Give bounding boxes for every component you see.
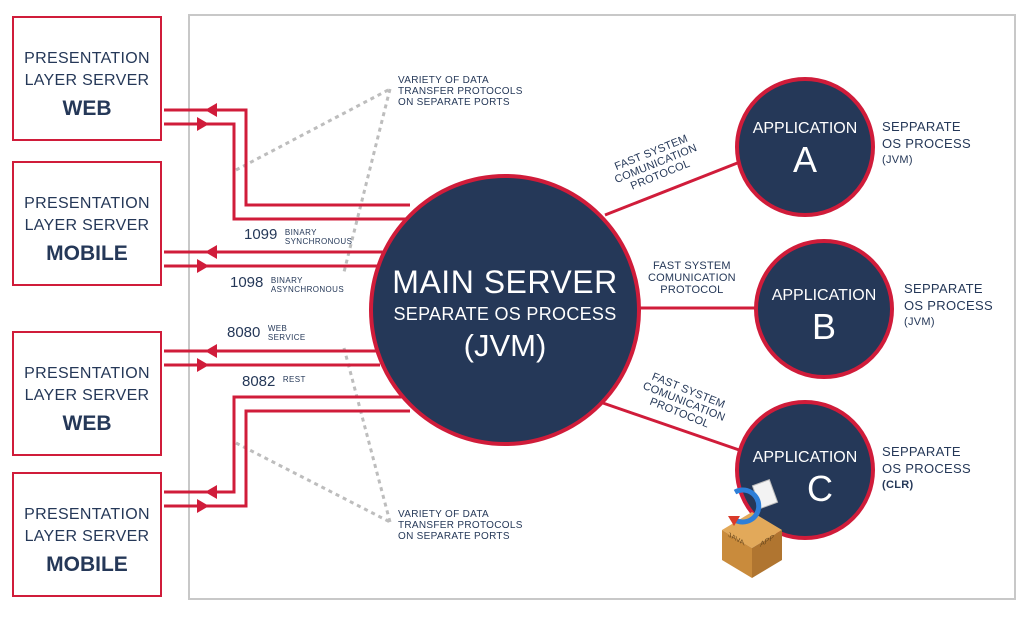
port-label-8082: 8082 REST bbox=[242, 373, 306, 391]
process-note-line3: (CLR) bbox=[882, 479, 914, 491]
port-desc-2: SYNCHRONOUS bbox=[284, 237, 353, 246]
application-label: APPLICATION bbox=[752, 120, 858, 137]
application-b-circle bbox=[754, 239, 894, 379]
port-number: 1098 bbox=[230, 274, 264, 291]
process-note-line1: SEPPARATE bbox=[882, 119, 961, 134]
port-desc-1: REST bbox=[282, 375, 306, 384]
port-label-1099: 1099 BINARY SYNCHRONOUS bbox=[244, 226, 352, 246]
app-a-process-note: SEPPARATE OS PROCESS (JVM) bbox=[882, 118, 971, 169]
variety-line2: TRANSFER PROTOCOLS bbox=[398, 520, 523, 531]
box-line1: PRESENTATION bbox=[24, 506, 150, 523]
box-type: MOBILE bbox=[46, 242, 128, 265]
variety-line3: ON SEPARATE PORTS bbox=[398, 97, 510, 108]
process-note-line2: OS PROCESS bbox=[904, 298, 993, 313]
protocol-line2: COMUNICATION bbox=[648, 272, 736, 284]
app-b-process-note: SEPPARATE OS PROCESS (JVM) bbox=[904, 280, 993, 331]
connector-mobile-bottom bbox=[164, 395, 410, 508]
box-type: MOBILE bbox=[46, 553, 128, 576]
main-server-circle bbox=[369, 174, 641, 446]
variety-line1: VARIETY OF DATA bbox=[398, 509, 489, 520]
arrow-left bbox=[205, 485, 217, 499]
application-label: APPLICATION bbox=[771, 287, 877, 304]
process-note-line3: (JVM) bbox=[882, 154, 913, 166]
application-label: APPLICATION bbox=[752, 449, 858, 466]
application-a-label: APPLICATION A bbox=[737, 118, 873, 180]
box-line2: LAYER SERVER bbox=[24, 217, 150, 234]
application-b-label: APPLICATION B bbox=[756, 285, 892, 347]
variety-note-top: VARIETY OF DATA TRANSFER PROTOCOLS ON SE… bbox=[398, 75, 523, 108]
arrow-left bbox=[205, 344, 217, 358]
link-main-to-c bbox=[599, 400, 746, 454]
arrow-right bbox=[197, 499, 209, 513]
application-c-label: APPLICATION C bbox=[737, 447, 873, 509]
presentation-box-web-bottom: PRESENTATION LAYER SERVER WEB bbox=[12, 331, 162, 456]
box-line2: LAYER SERVER bbox=[24, 72, 150, 89]
box-line1: PRESENTATION bbox=[24, 365, 150, 382]
port-label-8080: 8080 WEB SERVICE bbox=[227, 324, 306, 342]
variety-note-bottom: VARIETY OF DATA TRANSFER PROTOCOLS ON SE… bbox=[398, 509, 523, 542]
process-note-line1: SEPPARATE bbox=[904, 281, 983, 296]
dotted-line-top-1 bbox=[235, 87, 391, 172]
dotted-line-bottom-2 bbox=[342, 347, 392, 523]
arrow-left bbox=[205, 103, 217, 117]
diagram-frame bbox=[188, 14, 1016, 600]
main-server-title: MAIN SERVER bbox=[392, 264, 618, 300]
box-type: WEB bbox=[62, 97, 112, 120]
protocol-line1: FAST SYSTEM bbox=[652, 260, 731, 272]
port-number: 8082 bbox=[242, 373, 276, 390]
application-letter: A bbox=[792, 139, 817, 180]
protocol-label-b: FAST SYSTEM COMUNICATION PROTOCOL bbox=[648, 260, 736, 296]
port-label-1098: 1098 BINARY ASYNCHRONOUS bbox=[230, 274, 344, 294]
box-line2: LAYER SERVER bbox=[24, 387, 150, 404]
app-c-process-note: SEPPARATE OS PROCESS (CLR) bbox=[882, 443, 971, 494]
protocol-line3: PROTOCOL bbox=[660, 284, 724, 296]
box-line1: PRESENTATION bbox=[24, 50, 150, 67]
port-desc-1: BINARY bbox=[270, 276, 303, 285]
main-server-label: MAIN SERVER SEPARATE OS PROCESS (JVM) bbox=[371, 263, 639, 365]
port-desc-2: ASYNCHRONOUS bbox=[270, 285, 345, 294]
variety-line2: TRANSFER PROTOCOLS bbox=[398, 86, 523, 97]
process-note-line3: (JVM) bbox=[904, 316, 935, 328]
presentation-box-web-top: PRESENTATION LAYER SERVER WEB bbox=[12, 16, 162, 141]
application-letter: C bbox=[807, 468, 833, 509]
port-desc-2: SERVICE bbox=[267, 333, 306, 342]
main-server-runtime: (JVM) bbox=[463, 328, 547, 363]
process-note-line2: OS PROCESS bbox=[882, 461, 971, 476]
dotted-line-bottom-1 bbox=[235, 441, 391, 524]
port-number: 8080 bbox=[227, 324, 261, 341]
presentation-box-mobile-bottom: PRESENTATION LAYER SERVER MOBILE bbox=[12, 472, 162, 597]
box-line1: PRESENTATION bbox=[24, 195, 150, 212]
variety-line3: ON SEPARATE PORTS bbox=[398, 531, 510, 542]
arrow-right bbox=[197, 117, 209, 131]
box-type: WEB bbox=[62, 412, 112, 435]
arrow-right bbox=[197, 358, 209, 372]
port-desc-1: WEB bbox=[267, 324, 288, 333]
box-line2: LAYER SERVER bbox=[24, 528, 150, 545]
arrow-left bbox=[205, 245, 217, 259]
main-server-subtitle: SEPARATE OS PROCESS bbox=[393, 304, 617, 324]
presentation-box-mobile-top: PRESENTATION LAYER SERVER MOBILE bbox=[12, 161, 162, 286]
package-icon bbox=[722, 479, 782, 578]
process-note-line2: OS PROCESS bbox=[882, 136, 971, 151]
variety-line1: VARIETY OF DATA bbox=[398, 75, 489, 86]
port-desc-1: BINARY bbox=[284, 228, 317, 237]
arrow-right bbox=[197, 259, 209, 273]
link-main-to-a bbox=[604, 158, 746, 217]
application-a-circle bbox=[735, 77, 875, 217]
process-note-line1: SEPPARATE bbox=[882, 444, 961, 459]
application-letter: B bbox=[811, 306, 836, 347]
port-number: 1099 bbox=[244, 226, 278, 243]
